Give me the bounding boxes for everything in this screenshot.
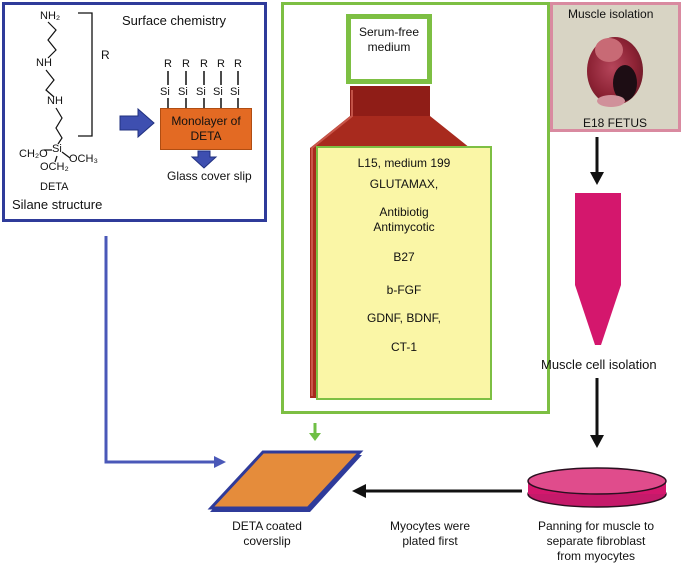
silane-structure-label: Silane structure	[12, 197, 103, 212]
myocytes-plated-label: Myocytes were plated first	[389, 519, 471, 548]
medium-item-6: GDNF, BDNF,	[366, 311, 441, 325]
muscle-isolation-title: Muscle isolation	[568, 7, 654, 21]
deta-label: DETA	[40, 181, 69, 193]
chemistry-to-coverslip-arrowhead	[214, 456, 226, 468]
chain-si-3: Si	[196, 86, 206, 98]
chemistry-to-coverslip-line	[104, 236, 216, 464]
medium-item-2: GLUTAMAX,	[369, 177, 439, 191]
chemistry-arrow	[119, 107, 155, 139]
deta-monolayer-block: Monolayer of DETA	[160, 108, 252, 150]
panning-label: Panning for muscle to separate fibroblas…	[537, 519, 655, 563]
chain-si-1: Si	[160, 86, 170, 98]
glass-down-arrow	[190, 150, 218, 169]
ch2o-label: CH₂O	[19, 148, 48, 160]
medium-item-5: b-FGF	[386, 283, 422, 297]
silicon-label: Si	[52, 143, 62, 155]
chain-si-4: Si	[213, 86, 223, 98]
e18-fetus-label: E18 FETUS	[583, 116, 648, 130]
fetus-image	[587, 37, 643, 107]
chain-si-5: Si	[230, 86, 240, 98]
medium-item-4: B27	[393, 250, 415, 264]
och2-label: OCH₂	[40, 161, 69, 173]
glass-cover-slip-label: Glass cover slip	[167, 169, 252, 183]
centrifuge-tube	[575, 193, 621, 345]
r-group-label: R	[101, 48, 110, 62]
chain-r-2: R	[182, 58, 190, 70]
och3-label: OCH₃	[69, 153, 98, 165]
muscle-isolation-photo	[550, 2, 681, 132]
medium-composition-card	[316, 146, 492, 400]
medium-item-3: Antibiotig Antimycotic	[373, 205, 435, 234]
chain-si-2: Si	[178, 86, 188, 98]
nh2-label: NH₂	[40, 10, 61, 22]
nh-label-b: NH	[47, 95, 63, 107]
medium-panel	[281, 2, 550, 414]
chain-r-3: R	[200, 58, 208, 70]
chain-r-5: R	[234, 58, 242, 70]
medium-item-1: L15, medium 199	[357, 156, 451, 170]
surface-chemistry-panel	[2, 2, 267, 222]
chain-r-1: R	[164, 58, 172, 70]
coverslip	[207, 450, 364, 512]
muscle-cell-isolation-label: Muscle cell isolation	[541, 357, 657, 372]
nh-label-a: NH	[36, 57, 52, 69]
serum-free-medium-box: Serum-free medium	[346, 14, 432, 84]
medium-item-7: CT-1	[390, 340, 417, 354]
deta-molecule	[44, 21, 71, 163]
si-bonds	[167, 71, 239, 108]
deta-coverslip-label: DETA coated coverslip	[232, 519, 302, 548]
serum-free-medium-label: Serum-free medium	[358, 25, 420, 54]
monolayer-label: Monolayer of DETA	[171, 114, 241, 143]
repeat-bracket	[78, 12, 93, 137]
flow-arrows	[352, 137, 604, 498]
petri-dish	[527, 467, 667, 508]
chain-r-4: R	[217, 58, 225, 70]
medium-to-coverslip-arrowhead	[309, 433, 321, 441]
surface-chemistry-title: Surface chemistry	[122, 13, 227, 28]
